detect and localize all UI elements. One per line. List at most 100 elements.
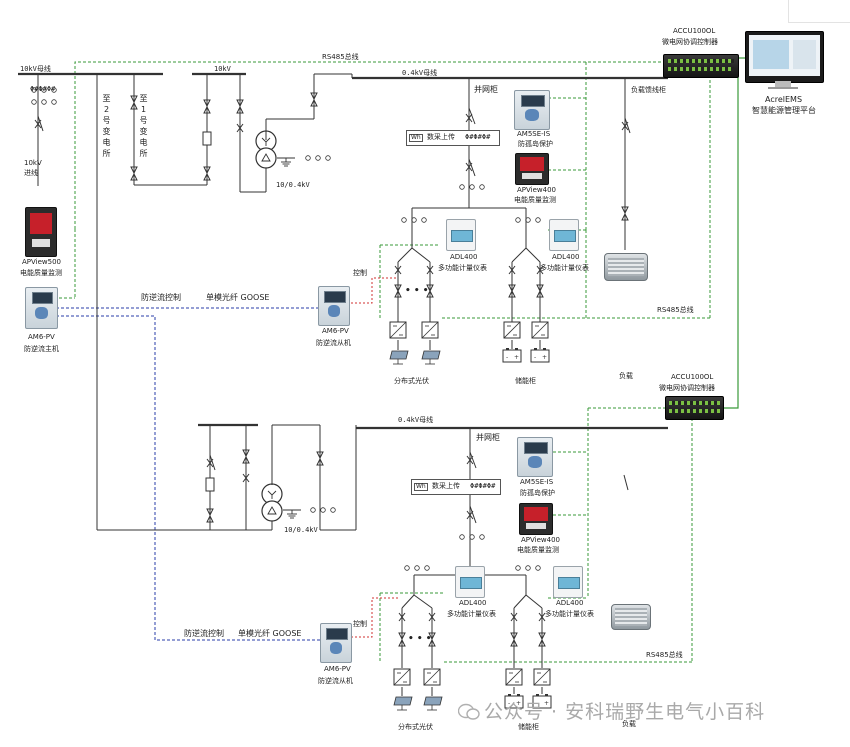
fiber-goose-lower: 单模光纤 GOOSE [238,629,302,638]
wh-meter-symbol: Wh [409,134,423,142]
lower-single-line [97,423,668,696]
adl400-left-device-upper [446,219,476,251]
accu-model-upper: ACCU100OL [673,27,716,35]
rs485-right-label: RS485总线 [657,306,694,314]
am5se-model-upper: AM5SE-IS [517,130,551,138]
watermark-text: 公众号 · 安科瑞野生电气小百科 [484,701,766,723]
rs485-right-label-lower: RS485总线 [646,651,683,659]
am6pv-master-device [25,287,58,329]
adl400-right-device-lower [553,566,583,598]
lower-pv-converters [393,668,443,711]
anti-backflow-control-upper: 防逆流控制 [141,293,181,302]
adl400-left-model-lower: ADL400 [459,599,487,607]
load-label-lower: 负载 [622,720,636,728]
am6pv-slave-model-upper: AM6-PV [322,327,349,335]
ems-desc: 智慧能源管理平台 [752,106,816,115]
upper-single-line [18,72,668,530]
am6pv-master-desc: 防逆流主机 [24,345,59,353]
load-motor-lower [611,604,651,630]
control-lines [347,277,400,638]
upload-ct-symbol-lower: Φ#Φ#Φ# [470,482,496,490]
incoming-10kv-label: 10kV进线 [24,159,42,177]
apview400-model-lower: APView400 [521,536,560,544]
upper-upload-box: Wh 数采上传 Φ#Φ#Φ# [406,130,500,146]
lower-ellipsis: • • • [408,634,432,644]
am6pv-slave-device-upper [318,286,350,326]
apview400-device-lower [519,503,553,535]
to-no2-substation-label: 至2号变电所 [102,94,111,158]
ems-monitor [745,31,824,83]
ems-monitor-stand [775,81,791,87]
ct-symbols [31,87,541,571]
apview400-model-upper: APView400 [517,186,556,194]
upload-text: 数采上传 [427,133,455,141]
am5se-device-upper [514,90,550,130]
accu-desc-lower: 微电网协调控制器 [659,384,715,392]
grid-cabinet-label: 并网柜 [474,85,498,94]
load-motor-upper [604,253,648,281]
adl400-right-device-upper [549,219,579,251]
adl400-left-model-upper: ADL400 [450,253,478,261]
am5se-device-lower [517,437,553,477]
adl400-right-desc-lower: 多功能计量仪表 [545,610,594,618]
accu-controller-lower [665,396,724,420]
apview400-desc-lower: 电能质量监测 [517,546,559,554]
wechat-icon [458,703,480,720]
am6pv-slave-model-lower: AM6-PV [324,665,351,673]
adl400-right-desc-upper: 多功能计量仪表 [540,264,589,272]
bus-10kv-right-label: 10kV [214,65,231,73]
adl400-left-desc-lower: 多功能计量仪表 [447,610,496,618]
load-feeder-cabinet-label: 负载馈线柜 [631,86,666,94]
fiber-goose-upper: 单模光纤 GOOSE [206,293,270,302]
upper-storage-converters [502,321,550,363]
bus-04kv-label: 0.4kV母线 [402,69,438,77]
bus-04kv-label-lower: 0.4kV母线 [398,416,434,424]
apview400-device-upper [515,153,549,185]
apview400-desc-upper: 电能质量监测 [514,196,556,204]
am5se-desc-lower: 防孤岛保护 [520,489,555,497]
control-label-lower: 控制 [353,620,367,628]
load-label-upper: 负载 [619,372,633,380]
bus-10kv-label: 10kV母线 [20,65,51,73]
anti-backflow-control-lower: 防逆流控制 [184,629,224,638]
pv-label-upper: 分布式光伏 [394,377,429,385]
wh-meter-symbol-lower: Wh [414,483,428,491]
apview500-desc: 电能质量监测 [20,269,62,277]
accu-model-lower: ACCU100OL [671,373,714,381]
storage-label-lower: 储能柜 [518,723,539,731]
am5se-desc-upper: 防孤岛保护 [518,140,553,148]
to-no1-substation-label: 至1号变电所 [139,94,148,158]
apview500-model: APView500 [22,258,61,266]
ct-symbol-upper: Φ#Φ#Φ# [30,85,56,93]
transformer-ratio-label: 10/0.4kV [276,181,310,189]
apview500-device [25,207,57,257]
goose-fiber [56,307,320,641]
ems-monitor-base [768,87,798,89]
adl400-left-desc-upper: 多功能计量仪表 [438,264,487,272]
accu-controller-upper [663,54,739,78]
am6pv-slave-device-lower [320,623,352,663]
rs485-top-label: RS485总线 [322,53,359,61]
ems-link [722,57,745,409]
upload-text-lower: 数采上传 [432,482,460,490]
lower-upload-box: Wh 数采上传 Φ#Φ#Φ# [411,479,501,495]
adl400-left-device-lower [455,566,485,598]
upload-ct-symbol: Φ#Φ#Φ# [465,133,491,141]
grid-cabinet-label-lower: 并网柜 [476,433,500,442]
accu-desc-upper: 微电网协调控制器 [662,38,718,46]
top-right-frame [788,0,850,23]
am6pv-slave-desc-upper: 防逆流从机 [316,339,351,347]
am5se-model-lower: AM5SE-IS [520,478,554,486]
storage-label-upper: 储能柜 [515,377,536,385]
rs485-network [54,57,745,663]
am6pv-master-model: AM6-PV [28,333,55,341]
transformer-ratio-lower: 10/0.4kV [284,526,318,534]
pv-label-lower: 分布式光伏 [398,723,433,731]
am6pv-slave-desc-lower: 防逆流从机 [318,677,353,685]
ems-model: AcrelEMS [765,95,803,104]
upper-ellipsis: • • • [405,286,429,296]
adl400-right-model-lower: ADL400 [556,599,584,607]
control-label-upper: 控制 [353,269,367,277]
adl400-right-model-upper: ADL400 [552,253,580,261]
